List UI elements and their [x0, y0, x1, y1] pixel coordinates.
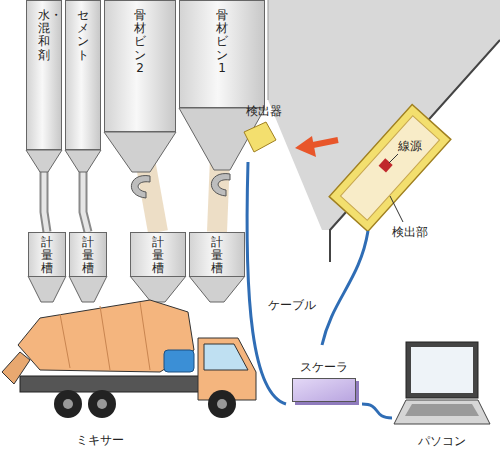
cable	[322, 231, 368, 345]
node-label: 骨材ビン1	[216, 9, 228, 75]
node-label: 計量槽	[152, 236, 164, 276]
laptop-keyboard	[405, 404, 479, 416]
weighing-tank: 計量槽	[130, 232, 186, 277]
detector-symbol	[236, 118, 292, 158]
detector-part-label: 検出部	[392, 225, 428, 239]
leader-line	[390, 196, 403, 222]
weighing-tank: 計量槽	[28, 232, 66, 277]
leader-line	[389, 154, 398, 163]
node-label: セメント	[77, 9, 89, 62]
silo-cone	[104, 132, 176, 172]
node-label: 計量槽	[211, 236, 223, 276]
pointer-arrow	[295, 136, 338, 157]
hopper-enlarged	[268, 0, 500, 230]
weighing-tank: 計量槽	[189, 232, 245, 277]
chute-gate	[211, 174, 230, 196]
mixer-truck	[2, 300, 256, 418]
computer: パソコン	[392, 338, 492, 454]
scaler-box	[292, 378, 356, 402]
node-label: 計量槽	[41, 236, 53, 276]
scaler: スケーラ	[286, 360, 362, 416]
detector: 検出器	[236, 104, 292, 162]
silo-cone	[26, 150, 62, 172]
detector-enlarged	[329, 105, 451, 232]
laptop-screen	[406, 342, 478, 398]
detector-body	[244, 122, 276, 152]
connector	[362, 404, 392, 418]
chute-gate	[131, 176, 150, 198]
node-label: 骨材ビン2	[134, 9, 146, 75]
hopper-wall	[330, 40, 500, 262]
aggregate-bin: 骨材ビン2	[104, 0, 176, 132]
tank-cone	[28, 276, 66, 302]
laptop-base	[394, 400, 490, 424]
cable	[362, 404, 392, 418]
silo: セメント	[65, 0, 101, 150]
node-label: 検出器	[236, 104, 292, 118]
cable-label: ケーブル	[268, 298, 316, 312]
laptop-icon	[392, 338, 492, 434]
silo: 水・混和剤	[26, 0, 62, 150]
laptop-display	[411, 347, 473, 393]
source-label: 線源	[398, 139, 422, 153]
mixer-label: ミキサー	[76, 433, 124, 447]
node-label: スケーラ	[286, 360, 362, 374]
hopper-wall	[268, 0, 269, 100]
weighing-tank: 計量槽	[69, 232, 107, 277]
node-label: 計量槽	[82, 236, 94, 276]
silo-cone	[65, 150, 101, 172]
tank-cone	[189, 276, 245, 302]
tank-cone	[69, 276, 107, 302]
aggregate-bin: 骨材ビン1	[179, 0, 265, 108]
tank-cone	[130, 276, 186, 302]
node-label: 水・混和剤	[38, 9, 50, 62]
node-label: パソコン	[392, 434, 492, 448]
